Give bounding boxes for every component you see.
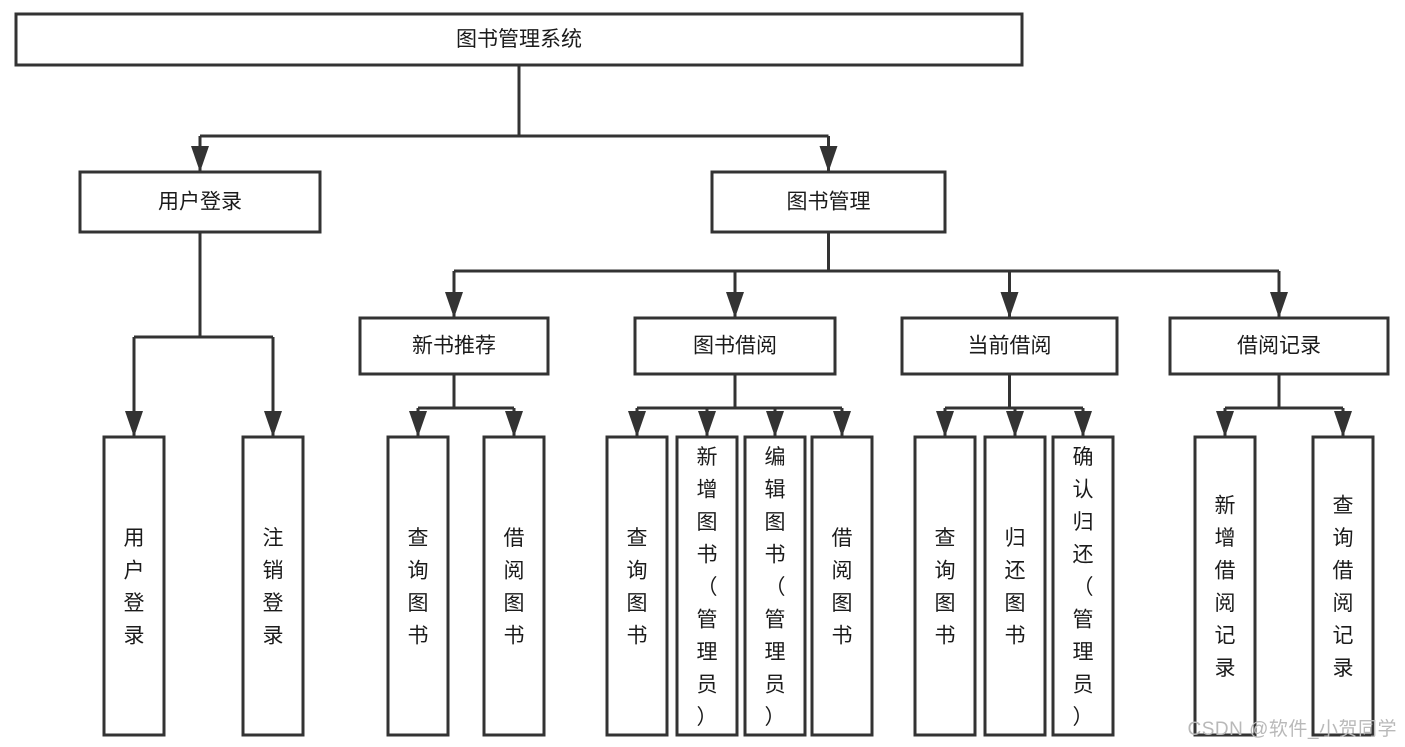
node-label: 图书借阅	[693, 335, 777, 358]
node-rect[interactable]	[14, 12, 1024, 67]
node-label: 查询借阅记录	[1333, 495, 1354, 681]
arrow-head-icon	[1000, 292, 1019, 318]
node-label: 归还图书	[1005, 527, 1026, 648]
arrow-head-icon	[1270, 292, 1288, 318]
arrow-head-icon	[445, 292, 463, 318]
root-node-1[interactable]: 图书管理系统	[14, 12, 1024, 67]
node-label: 当前借阅	[968, 335, 1052, 358]
arrow-head-icon	[819, 146, 838, 172]
level3-node-3[interactable]: 当前借阅	[900, 316, 1119, 376]
leaf-node-1[interactable]: 用户登录	[102, 435, 166, 737]
node-label: 图书管理系统	[456, 28, 582, 51]
arrow-head-icon	[264, 411, 282, 437]
arrow-head-icon	[628, 411, 646, 437]
connector-layer	[125, 65, 1352, 437]
node-rect[interactable]	[1168, 316, 1390, 376]
node-label: 查询图书	[627, 527, 648, 648]
node-label: 借阅图书	[832, 527, 853, 648]
arrow-head-icon	[409, 411, 427, 437]
leaf-node-9[interactable]: 查询图书	[913, 435, 977, 737]
node-rect[interactable]	[241, 435, 305, 737]
leaf-node-5[interactable]: 查询图书	[605, 435, 669, 737]
node-rect[interactable]	[482, 435, 546, 737]
level3-node-4[interactable]: 借阅记录	[1168, 316, 1390, 376]
node-rect[interactable]	[1051, 435, 1115, 737]
node-rect[interactable]	[102, 435, 166, 737]
arrow-head-icon	[698, 411, 716, 437]
node-rect[interactable]	[810, 435, 874, 737]
arrow-head-icon	[726, 292, 744, 318]
node-rect[interactable]	[386, 435, 450, 737]
leaf-node-3[interactable]: 查询图书	[386, 435, 450, 737]
arrow-head-icon	[505, 411, 523, 437]
arrow-head-icon	[936, 411, 954, 437]
leaf-node-2[interactable]: 注销登录	[241, 435, 305, 737]
leaf-node-7[interactable]: 编辑图书（管理员）	[743, 435, 807, 737]
level2-node-1[interactable]: 用户登录	[78, 170, 322, 234]
node-label: 查询图书	[935, 527, 956, 648]
node-label: 用户登录	[124, 527, 145, 648]
node-rect[interactable]	[675, 435, 739, 737]
arrow-head-icon	[1006, 411, 1024, 437]
arrow-head-icon	[833, 411, 851, 437]
watermark-text: CSDN @软件_小贺同学	[1187, 719, 1397, 740]
node-rect[interactable]	[983, 435, 1047, 737]
node-label: 新增图书（管理员）	[697, 446, 718, 729]
level2-node-2[interactable]: 图书管理	[710, 170, 947, 234]
level3-node-1[interactable]: 新书推荐	[358, 316, 550, 376]
node-label: 确认归还（管理员）	[1073, 446, 1094, 729]
node-label: 新增借阅记录	[1215, 495, 1236, 681]
node-rect[interactable]	[1193, 435, 1257, 737]
arrow-head-icon	[1216, 411, 1234, 437]
node-label: 查询图书	[408, 527, 429, 648]
node-rect[interactable]	[358, 316, 550, 376]
node-rect[interactable]	[913, 435, 977, 737]
arrow-head-icon	[766, 411, 784, 437]
node-rect[interactable]	[78, 170, 322, 234]
leaf-node-13[interactable]: 查询借阅记录	[1311, 435, 1375, 737]
arrow-head-icon	[191, 146, 209, 172]
node-label: 用户登录	[158, 191, 242, 214]
arrow-head-icon	[125, 411, 143, 437]
leaf-node-8[interactable]: 借阅图书	[810, 435, 874, 737]
node-label: 新书推荐	[412, 335, 496, 358]
node-rect[interactable]	[710, 170, 947, 234]
node-rect[interactable]	[605, 435, 669, 737]
node-label: 图书管理	[787, 191, 871, 214]
node-rect[interactable]	[900, 316, 1119, 376]
node-rect[interactable]	[1311, 435, 1375, 737]
node-label: 借阅记录	[1237, 335, 1321, 358]
node-label: 注销登录	[263, 527, 284, 648]
leaf-node-4[interactable]: 借阅图书	[482, 435, 546, 737]
node-rect[interactable]	[633, 316, 837, 376]
node-label: 借阅图书	[504, 527, 525, 648]
node-label: 编辑图书（管理员）	[765, 446, 786, 729]
node-rect[interactable]	[743, 435, 807, 737]
arrow-head-icon	[1334, 411, 1352, 437]
level3-node-2[interactable]: 图书借阅	[633, 316, 837, 376]
leaf-node-6[interactable]: 新增图书（管理员）	[675, 435, 739, 737]
leaf-node-12[interactable]: 新增借阅记录	[1193, 435, 1257, 737]
leaf-node-10[interactable]: 归还图书	[983, 435, 1047, 737]
node-layer: 图书管理系统用户登录图书管理新书推荐图书借阅当前借阅借阅记录用户登录注销登录查询…	[14, 12, 1390, 737]
leaf-node-11[interactable]: 确认归还（管理员）	[1051, 435, 1115, 737]
arrow-head-icon	[1074, 411, 1092, 437]
